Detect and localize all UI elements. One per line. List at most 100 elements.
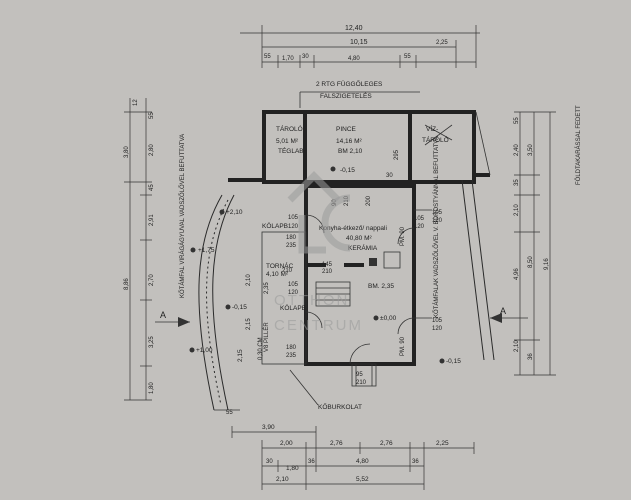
dim-bot-row3-a: 30 (266, 459, 273, 465)
door-swings (305, 214, 415, 365)
dim-right-a: 55 (514, 117, 520, 124)
opening-code: 2,35 (264, 282, 270, 294)
dim-right-f: 4,96 (514, 268, 520, 280)
room-pince-name: PINCE (336, 126, 357, 133)
note-pillar: V8 PILLÉR (263, 322, 270, 352)
opening-code: 210 (322, 269, 333, 275)
dim-left-g: 2,91 (149, 214, 155, 226)
dim-bot-row3-e: 36 (412, 459, 419, 465)
dim-bot-row4-b: 5,52 (356, 476, 369, 483)
opening-code: 105 (432, 210, 443, 216)
note-right-fence: FÖLDTAKARÁSSAL FEDETT (575, 105, 582, 185)
opening-code: 210 (282, 268, 293, 274)
dim-left-c: 2,80 (149, 144, 155, 156)
dim-left-a: 12 (133, 99, 139, 106)
room-pince-elev: BM 2,10 (338, 148, 363, 155)
room-terrace-area: 4,10 M² (266, 271, 289, 278)
dim-right-c: 3,50 (528, 144, 534, 156)
dim-seg-c: 30 (302, 54, 309, 60)
roof-note: 2 RTG FÜGGŐLEGES FALSZIGETELÉS (299, 79, 420, 108)
dim-bot-row3-b: 1,80 (286, 465, 299, 472)
opening-code: 0,30 CM (258, 337, 264, 360)
dim-bot-row2-a: 2,00 (280, 440, 293, 447)
room-taroló-name: TÁROLÓ (276, 124, 303, 133)
opening-code: 120 (414, 224, 425, 230)
opening-code: 105 (288, 215, 299, 221)
opening-code: 180 (286, 235, 297, 241)
dim-seg-e: 4,80 (348, 56, 360, 62)
dim-left-k: 1,80 (149, 382, 155, 394)
dim-right-e: 2,10 (514, 204, 520, 216)
watermark-line1: OTTHON (274, 292, 349, 309)
elev-e7: -0,15 (446, 358, 461, 365)
dim-seg-f: 2,25 (436, 40, 448, 46)
opening-code: 105 (414, 216, 425, 222)
opening-code: 120 (432, 218, 443, 224)
room-kitchen-area: 40,80 M² (346, 235, 372, 242)
section-a-right: A (500, 306, 506, 316)
opening-code: 180 (286, 345, 297, 351)
section-a-left: A (160, 310, 166, 320)
dim-inner: 10,15 (350, 39, 368, 46)
dim-bot-row2-c: 2,76 (380, 440, 393, 447)
dim-bot-row3-c: 36 (308, 459, 315, 465)
chimney-symbol (369, 258, 377, 266)
room-pince-area: 14,16 M² (336, 138, 362, 145)
roof-note-line1: 2 RTG FÜGGŐLEGES (316, 79, 383, 88)
note-cobble: KŐBURKOLAT (318, 402, 362, 411)
opening-code: PM. 90 (400, 226, 406, 246)
elev-e6: ±0,00 (380, 315, 397, 322)
opening-code: 105 (432, 318, 443, 324)
opening-code: 210 (356, 380, 367, 386)
note-right-wall: KŐTÁMFALAK VADSZŐLŐVEL V. BOROSTYÁNNAL B… (433, 136, 440, 318)
top-dimensions: 12,40 10,15 55 1,70 30 55 4,80 2,25 (240, 25, 480, 68)
elev-e4: -0,15 (232, 304, 247, 311)
dim-left-d: 3,80 (124, 146, 130, 158)
bottom-dimensions: 3,90 2,00 2,76 2,76 2,25 30 1,80 36 4,80… (231, 424, 475, 490)
dim-bot-row3-d: 4,80 (356, 458, 369, 465)
dim-right-j: 36 (528, 353, 534, 360)
dim-left-h: 2,70 (149, 274, 155, 286)
dim-left-wall-55: 55 (226, 410, 233, 416)
room-kitchen-elev: BM. 2,35 (368, 283, 394, 290)
dim-bot-row4-a: 2,10 (276, 476, 289, 483)
dim-seg-b: 1,70 (282, 56, 294, 62)
opening-code: 95 (356, 372, 363, 378)
opening-code: 120 (288, 290, 299, 296)
opening-code: 2,15 (246, 318, 252, 330)
stairs (315, 281, 351, 307)
stove-symbol (383, 251, 401, 269)
watermark-line2: CENTRUM (274, 317, 363, 334)
opening-code: 145 (322, 262, 333, 268)
elevation-markers: -0,15 +2,10 +1,75 -0,15 +1,00 ±0,00 -0,1… (189, 166, 461, 365)
room-viz-name2: TÁROLÓ (422, 135, 449, 144)
dim-left-i: 8,86 (124, 278, 130, 290)
opening-code: 295 (394, 149, 400, 160)
opening-codes: 105 120 105 120 PM. 90 PM. 90 105 120 18… (246, 149, 443, 386)
room-kolap-left: KÖLAPB (262, 222, 288, 230)
opening-code: PM. 90 (400, 336, 406, 356)
dim-right-b: 2,40 (514, 144, 520, 156)
opening-code: 105 (288, 282, 299, 288)
dim-right-i: 2,10 (514, 340, 520, 352)
section-markers: A A (155, 306, 528, 327)
left-retaining-wall: 55 (198, 194, 240, 416)
opening-code: 30 (386, 173, 393, 179)
dim-right-h: 9,16 (544, 258, 550, 270)
elev-e8: 2,15 (237, 349, 244, 362)
dim-left-j: 3,25 (149, 336, 155, 348)
right-retaining-wall (461, 111, 495, 361)
room-taroló-area: 5,01 M² (276, 138, 299, 145)
side-notes: KŐTÁMFAL VIRÁGÁGYUVAL VADSZŐLŐVEL BEFUTT… (179, 105, 582, 411)
dim-right-g: 8,50 (528, 256, 534, 268)
elev-e3: +1,75 (198, 247, 215, 254)
dim-right-d: 35 (514, 179, 520, 186)
opening-code: 235 (286, 353, 297, 359)
opening-code: 2,10 (246, 274, 252, 286)
right-dimensions: 55 2,40 3,50 35 2,10 4,96 8,50 9,16 2,10… (514, 111, 556, 376)
opening-code: 120 (432, 326, 443, 332)
opening-code: 200 (366, 195, 372, 206)
room-terrace-floor: KÖLAPB (280, 304, 306, 312)
opening-code: 120 (288, 224, 299, 230)
